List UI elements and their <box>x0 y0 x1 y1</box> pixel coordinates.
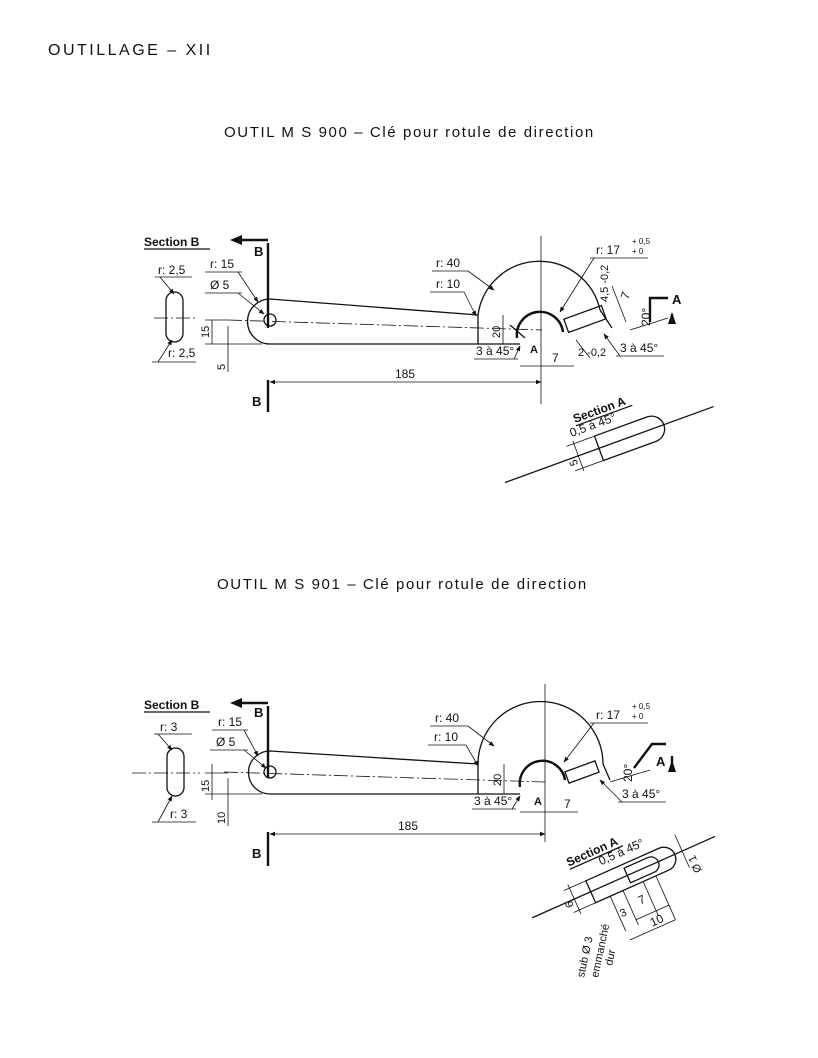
d2-c3a45-left: 3 à 45° <box>474 794 512 808</box>
d2-d10s: 10 <box>648 911 666 929</box>
d1-d7b: 7 <box>618 290 634 301</box>
d1-r17: r: 17 <box>596 243 620 257</box>
d1-d5v: 5 <box>216 364 228 370</box>
d1-a-left: A <box>530 344 538 356</box>
d2-c3a45-right: 3 à 45° <box>622 787 660 801</box>
d1-section-b-profile <box>165 291 184 343</box>
d1-hole <box>263 313 277 327</box>
d1-tol-zero: + 0 <box>632 247 644 256</box>
d2-r10: r: 10 <box>434 730 458 744</box>
page-header: OUTILLAGE – XII <box>48 42 213 59</box>
d1-b-bottom: B <box>252 394 261 409</box>
d1-d2: 2 -0,2 <box>578 347 606 359</box>
d2-r15: r: 15 <box>218 715 242 729</box>
d1-pin <box>562 304 608 334</box>
diagram1-drawing: Section B r: 2,5 r: 2,5 B B r: 15 Ø 5 <box>144 235 714 484</box>
d1-section-b-label: Section B <box>144 235 200 249</box>
d2-section-a-profile <box>585 846 677 904</box>
d2-tol-zero: + 0 <box>632 712 644 721</box>
d2-d10v: 10 <box>216 812 228 824</box>
d2-a-left: A <box>534 796 542 808</box>
d2-d7: 7 <box>564 797 571 811</box>
d1-c3a45-right: 3 à 45° <box>620 341 658 355</box>
d1-b-top: B <box>254 244 263 259</box>
d2-r3-bot: r: 3 <box>170 807 188 821</box>
d2-b-bottom: B <box>252 846 261 861</box>
diagram2-drawing: Section B r: 3 r: 3 B B r: 15 Ø 5 r: 40 <box>132 684 716 979</box>
d2-handle <box>247 750 479 795</box>
d2-d6: 6 <box>563 899 576 909</box>
d2-stub-line3: dur <box>603 948 618 966</box>
d2-d7s: 7 <box>636 892 648 908</box>
d2-section-b-label: Section B <box>144 698 200 712</box>
d2-d3: 3 <box>618 907 628 920</box>
d1-handle <box>246 298 479 345</box>
d1-r25-top: r: 2,5 <box>158 263 186 277</box>
d2-d20: 20 <box>492 774 504 786</box>
d1-d185: 185 <box>395 367 415 381</box>
d1-d5s: 5 <box>568 458 581 468</box>
d2-pin <box>564 760 600 784</box>
d2-d185: 185 <box>398 819 418 833</box>
d1-d15: 15 <box>200 326 212 338</box>
diagram2-title: OUTIL M S 901 – Clé pour rotule de direc… <box>217 576 588 593</box>
d2-section-b-profile <box>166 747 185 797</box>
d2-r3-top: r: 3 <box>160 720 178 734</box>
d1-d7: 7 <box>552 351 559 365</box>
d1-r25-bot: r: 2,5 <box>168 346 196 360</box>
d1-r15: r: 15 <box>210 257 234 271</box>
d1-c3a45-left: 3 à 45° <box>476 344 514 358</box>
d1-r40: r: 40 <box>436 256 460 270</box>
d1-section-a-profile <box>593 415 666 462</box>
d2-a20: 20° <box>621 764 635 782</box>
d2-r17: r: 17 <box>596 708 620 722</box>
d1-arrow-a: A <box>672 292 682 307</box>
d1-d5: Ø 5 <box>210 278 230 292</box>
d1-d20: 20 <box>491 326 503 338</box>
d2-b-top: B <box>254 705 263 720</box>
d2-d1: Ø 1 <box>686 853 704 874</box>
d2-d5: Ø 5 <box>216 735 236 749</box>
d2-r40: r: 40 <box>435 711 459 725</box>
d2-d15: 15 <box>200 780 212 792</box>
d1-r10: r: 10 <box>436 277 460 291</box>
d2-hole <box>263 765 277 779</box>
d1-tol-plus: + 0,5 <box>632 237 651 246</box>
d1-d45: 4,5 -0,2 <box>599 265 611 302</box>
d2-tol-plus: + 0,5 <box>632 702 651 711</box>
diagram1-title: OUTIL M S 900 – Clé pour rotule de direc… <box>224 124 595 141</box>
d2-arrow-a: A <box>656 754 666 769</box>
